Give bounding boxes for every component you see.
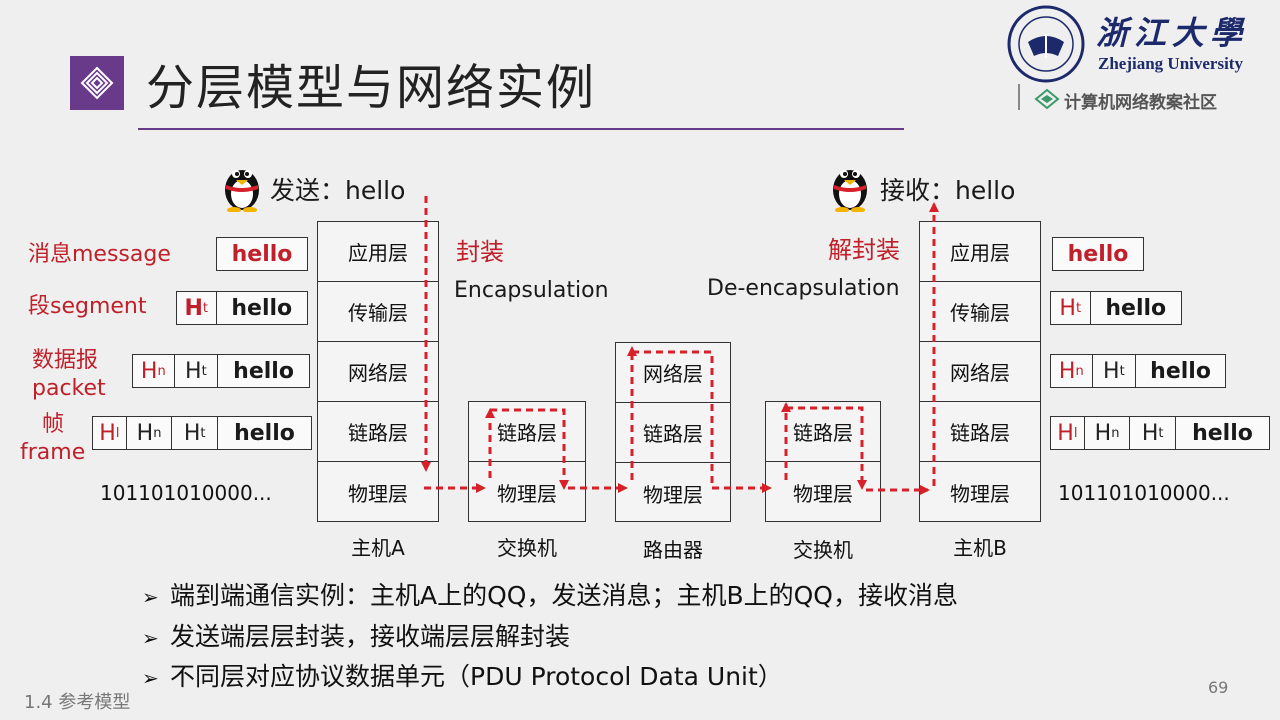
page-number: 69	[1208, 678, 1229, 697]
title-divider	[138, 128, 904, 130]
pdu-payload: hello	[1150, 358, 1211, 384]
pdu-label-frame-en: frame	[20, 440, 86, 465]
layer-application: 应用层	[920, 222, 1040, 282]
device-label-switch-2: 交换机	[793, 538, 853, 562]
layer-link: 链路层	[616, 403, 730, 463]
device-label-router: 路由器	[643, 538, 703, 562]
pdu-payload: hello	[1105, 295, 1167, 321]
pdu-payload: hello	[233, 358, 294, 384]
device-label-host-a: 主机A	[351, 536, 405, 560]
decapsulation-cn: 解封装	[828, 236, 900, 264]
layer-physical: 物理层	[643, 482, 703, 507]
switch-1-stack: 链路层 物理层	[468, 401, 586, 522]
receiver-label: 接收：hello	[880, 176, 1016, 205]
layer-physical: 物理层	[348, 481, 408, 506]
logo-divider	[1018, 84, 1020, 110]
router-stack: 网络层 链路层 物理层	[615, 342, 731, 522]
bullet-arrow-icon: ➢	[142, 585, 159, 609]
pdu-label-message: 消息message	[28, 242, 171, 267]
page-title: 分层模型与网络实例	[146, 60, 597, 116]
layer-transport: 传输层	[920, 282, 1040, 342]
pdu-payload: hello	[231, 241, 293, 267]
layers-icon	[70, 56, 124, 110]
layer-link: 链路层	[920, 402, 1040, 462]
decapsulation-en: De-encapsulation	[707, 276, 900, 301]
qq-penguin-icon	[833, 170, 867, 212]
host-b-stack: 应用层 传输层 网络层 链路层 物理层	[919, 221, 1041, 522]
pdu-label-packet-en: packet	[32, 376, 106, 401]
bitstream-receiver: 101101010000...	[1058, 481, 1230, 505]
sender-label: 发送：hello	[270, 176, 406, 205]
university-name-cn: 浙江大學	[1096, 14, 1249, 52]
community-icon	[1034, 88, 1060, 110]
host-a-stack: 应用层 传输层 网络层 链路层 物理层	[317, 221, 439, 522]
qq-penguin-icon	[225, 170, 259, 212]
layer-transport: 传输层	[318, 282, 438, 342]
bullet-item: ➢不同层对应协议数据单元（PDU Protocol Data Unit）	[142, 662, 783, 691]
pdu-message-receiver: hello	[1052, 237, 1144, 271]
pdu-label-frame-cn: 帧	[42, 412, 65, 437]
layer-application: 应用层	[318, 222, 438, 282]
pdu-payload: hello	[234, 420, 295, 446]
encapsulation-en: Encapsulation	[454, 278, 609, 303]
university-seal	[1007, 5, 1085, 83]
switch-2-stack: 链路层 物理层	[765, 401, 881, 522]
bullet-arrow-icon: ➢	[142, 626, 159, 650]
bullet-arrow-icon: ➢	[142, 666, 159, 690]
layer-link: 链路层	[469, 402, 585, 462]
encapsulation-cn: 封装	[456, 238, 504, 266]
layer-physical: 物理层	[497, 481, 557, 506]
layer-link: 链路层	[766, 402, 880, 462]
bullet-item: ➢端到端通信实例：主机A上的QQ，发送消息；主机B上的QQ，接收消息	[142, 581, 958, 610]
pdu-payload: hello	[231, 295, 293, 321]
layer-network: 网络层	[616, 343, 730, 403]
bullet-item: ➢发送端层层封装，接收端层层解封装	[142, 622, 571, 651]
layer-network: 网络层	[920, 342, 1040, 402]
layer-physical: 物理层	[950, 481, 1010, 506]
section-footer: 1.4 参考模型	[24, 692, 131, 713]
device-label-host-b: 主机B	[953, 536, 1007, 560]
layer-network: 网络层	[318, 342, 438, 402]
pdu-message-sender: hello	[216, 237, 308, 271]
pdu-label-packet-cn: 数据报	[32, 348, 99, 373]
layer-link: 链路层	[318, 402, 438, 462]
pdu-payload: hello	[1192, 420, 1253, 446]
layer-physical: 物理层	[793, 481, 853, 506]
bitstream-sender: 101101010000...	[100, 481, 272, 505]
community-name: 计算机网络教案社区	[1064, 93, 1217, 113]
device-label-switch-1: 交换机	[497, 536, 557, 560]
university-name-en: Zhejiang University	[1098, 54, 1243, 73]
pdu-label-segment: 段segment	[28, 294, 147, 319]
pdu-payload: hello	[1067, 241, 1129, 267]
